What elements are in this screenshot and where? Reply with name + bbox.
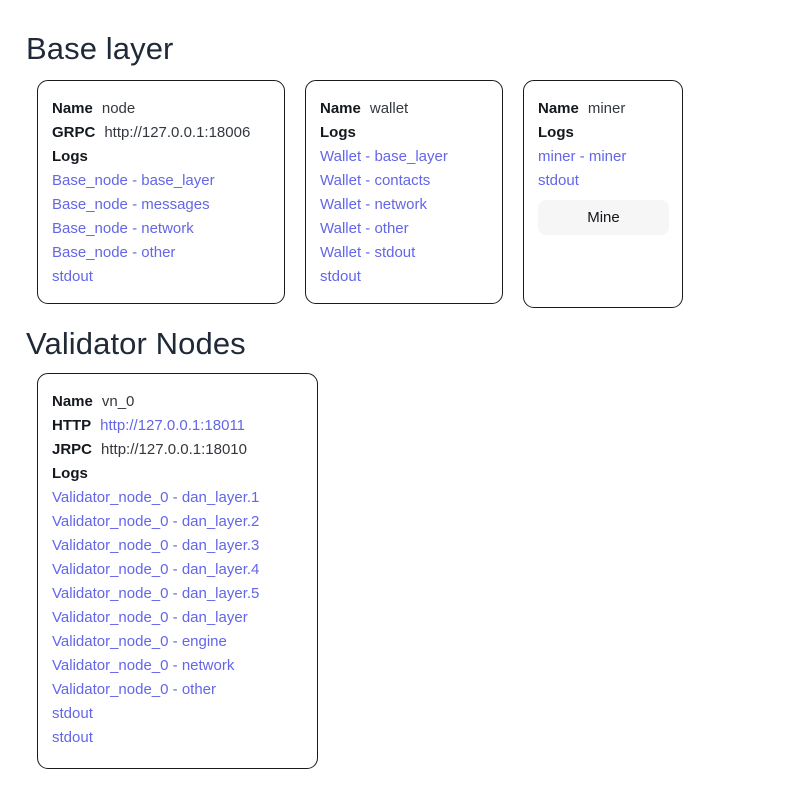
log-link[interactable]: Validator_node_0 - network [52, 657, 235, 674]
field-label: Name [52, 100, 93, 117]
field-label: Name [52, 393, 93, 410]
field-label: GRPC [52, 124, 96, 141]
field-value-link[interactable]: http://127.0.0.1:18011 [100, 417, 246, 434]
log-link[interactable]: Base_node - other [52, 244, 176, 261]
log-link[interactable]: miner - miner [538, 148, 627, 165]
field-label: HTTP [52, 417, 92, 434]
section-title-validator-nodes: Validator Nodes [26, 326, 246, 361]
logs-label: Logs [538, 124, 574, 141]
log-link[interactable]: stdout [52, 729, 93, 746]
log-link[interactable]: Wallet - other [320, 220, 409, 237]
logs-label: Logs [320, 124, 356, 141]
field-label: Name [320, 100, 361, 117]
log-link[interactable]: Validator_node_0 - dan_layer [52, 609, 248, 626]
field-name: Name miner [538, 97, 668, 121]
card-wallet: Name wallet Logs Wallet - base_layer Wal… [305, 80, 503, 304]
log-link[interactable]: stdout [52, 705, 93, 722]
log-link[interactable]: Validator_node_0 - dan_layer.2 [52, 513, 260, 530]
log-link[interactable]: Validator_node_0 - engine [52, 633, 227, 650]
log-link[interactable]: Wallet - network [320, 196, 427, 213]
field-grpc: GRPC http://127.0.0.1:18006 [52, 121, 270, 145]
field-jrpc: JRPC http://127.0.0.1:18010 [52, 438, 303, 462]
log-link[interactable]: Validator_node_0 - dan_layer.1 [52, 489, 260, 506]
log-link[interactable]: stdout [52, 268, 93, 285]
field-value: node [101, 100, 136, 117]
log-link[interactable]: Validator_node_0 - dan_layer.5 [52, 585, 260, 602]
log-link[interactable]: Validator_node_0 - dan_layer.3 [52, 537, 260, 554]
log-link[interactable]: Validator_node_0 - dan_layer.4 [52, 561, 260, 578]
log-link[interactable]: stdout [538, 172, 579, 189]
log-link[interactable]: Wallet - stdout [320, 244, 416, 261]
log-link[interactable]: Base_node - network [52, 220, 194, 237]
card-node: Name node GRPC http://127.0.0.1:18006 Lo… [37, 80, 285, 304]
log-link[interactable]: stdout [320, 268, 361, 285]
field-value: vn_0 [101, 393, 135, 410]
field-name: Name node [52, 97, 270, 121]
card-vn-0: Name vn_0 HTTP http://127.0.0.1:18011 JR… [37, 373, 318, 769]
field-label: Name [538, 100, 579, 117]
field-label: JRPC [52, 441, 93, 458]
log-link[interactable]: Base_node - base_layer [52, 172, 215, 189]
log-link[interactable]: Validator_node_0 - other [52, 681, 217, 698]
logs-label: Logs [52, 465, 88, 482]
field-value: wallet [369, 100, 409, 117]
field-http: HTTP http://127.0.0.1:18011 [52, 414, 303, 438]
card-miner: Name miner Logs miner - miner stdout Min… [523, 80, 683, 308]
log-link[interactable]: Wallet - contacts [320, 172, 431, 189]
field-name: Name wallet [320, 97, 488, 121]
field-value: miner [587, 100, 626, 117]
field-value: http://127.0.0.1:18006 [104, 124, 251, 141]
log-link[interactable]: Wallet - base_layer [320, 148, 448, 165]
mine-button[interactable]: Mine [538, 200, 669, 235]
log-link[interactable]: Base_node - messages [52, 196, 210, 213]
section-title-base-layer: Base layer [26, 31, 174, 66]
field-value: http://127.0.0.1:18010 [101, 441, 247, 458]
field-name: Name vn_0 [52, 390, 303, 414]
logs-label: Logs [52, 148, 88, 165]
